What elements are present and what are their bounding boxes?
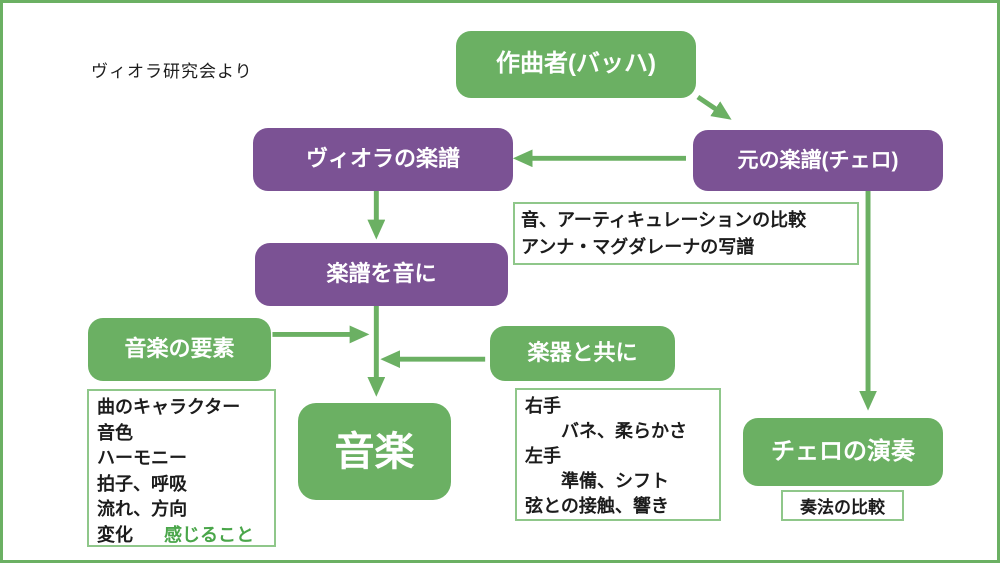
node-original-score: 元の楽譜(チェロ) xyxy=(693,130,943,191)
arrow-composer-to-original-score xyxy=(696,94,732,120)
list-item: ハーモニー xyxy=(97,448,187,468)
list-item: 弦との接触、響き xyxy=(525,496,669,516)
node-viola-score: ヴィオラの楽譜 xyxy=(253,128,513,191)
list-item: 変化 感じること xyxy=(97,523,266,549)
node-with-instrument: 楽器と共に xyxy=(490,326,675,381)
note-comparison: 音、アーティキュレーションの比較 アンナ・マグダレーナの写譜 xyxy=(513,202,859,265)
list-item: 準備、シフト xyxy=(561,471,669,491)
note-hands-list: 右手 バネ、柔らかさ 左手 準備、シフト 弦との接触、響き xyxy=(515,388,721,521)
slide-caption: ヴィオラ研究会より xyxy=(91,62,253,81)
node-cello-performance: チェロの演奏 xyxy=(743,418,943,486)
node-composer: 作曲者(バッハ) xyxy=(456,31,696,98)
list-item: 曲のキャラクター xyxy=(97,397,241,417)
note-comparison-line: アンナ・マグダレーナの写譜 xyxy=(521,237,755,257)
list-item: 右手 xyxy=(525,396,561,416)
list-item: 左手 xyxy=(525,446,561,466)
note-technique-comparison: 奏法の比較 xyxy=(781,490,904,521)
list-item: 音色 xyxy=(97,422,133,443)
list-item: 拍子、呼吸 xyxy=(97,473,187,494)
node-music-elements: 音楽の要素 xyxy=(88,318,271,381)
feeling-label: 感じること xyxy=(164,524,255,545)
list-item: バネ、柔らかさ xyxy=(561,421,687,441)
node-score-to-sound: 楽譜を音に xyxy=(255,243,508,306)
node-music: 音楽 xyxy=(298,403,451,500)
list-item: 流れ、方向 xyxy=(97,499,188,519)
note-music-elements-list: 曲のキャラクター 音色 ハーモニー 拍子、呼吸 流れ、方向 変化 感じること xyxy=(87,389,276,547)
list-item-label: 変化 xyxy=(97,524,133,545)
note-comparison-line: 音、アーティキュレーションの比較 xyxy=(521,210,807,230)
